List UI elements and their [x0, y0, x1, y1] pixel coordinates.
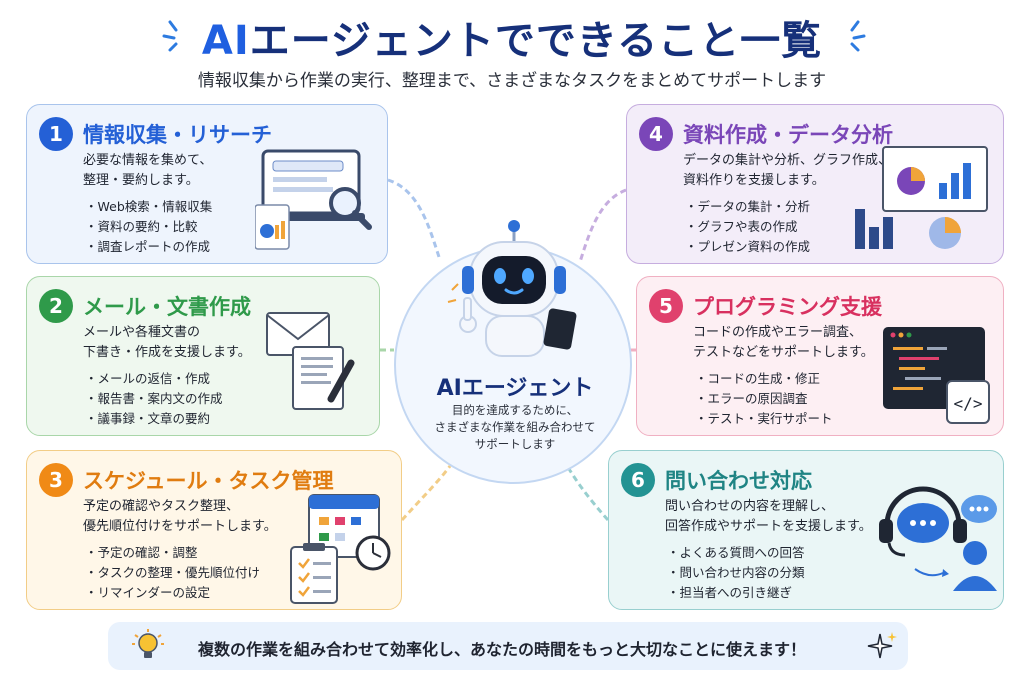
card-list: 予定の確認・調整 タスクの整理・優先順位付け リマインダーの設定 [85, 543, 261, 603]
card-desc: 問い合わせの内容を理解し、 回答作成やサポートを支援します。 [665, 497, 895, 537]
card-title: 資料作成・データ分析 [683, 123, 893, 147]
card-number: 1 [39, 117, 73, 151]
page-subtitle: 情報収集から作業の実行、整理まで、さまざまなタスクをまとめてサポートします [197, 71, 827, 91]
list-item: リマインダーの設定 [85, 583, 260, 603]
card-desc-line: 整理・要約します。 [83, 173, 199, 188]
robot-icon [447, 220, 577, 357]
sparkle-right-icon [850, 20, 866, 52]
card-desc-line: 回答作成やサポートを支援します。 [665, 519, 872, 534]
card-support: 6 問い合わせ対応 問い合わせの内容を理解し、 回答作成やサポートを支援します。… [608, 450, 1004, 610]
card-list: よくある質問への回答 問い合わせ内容の分類 担当者への引き継ぎ [667, 543, 805, 603]
center-desc-line: さまざまな作業を組み合わせて [434, 420, 596, 434]
list-item: テスト・実行サポート [695, 409, 833, 429]
center-title: AIエージェント [436, 376, 594, 401]
list-item: メールの返信・作成 [85, 369, 223, 389]
lightbulb-icon [132, 629, 164, 658]
card-desc-line: 必要な情報を集めて、 [83, 153, 213, 168]
svg-text:</>: </> [954, 394, 983, 413]
list-item: 調査レポートの作成 [85, 237, 212, 257]
card-number: 6 [621, 463, 655, 497]
center-circle: AIエージェント 目的を達成するために、 さまざまな作業を組み合わせて サポート… [394, 220, 632, 484]
card-number: 4 [639, 117, 673, 151]
card-title: 問い合わせ対応 [665, 469, 812, 493]
calendar-icon [290, 494, 391, 604]
card-desc: メールや各種文書の 下書き・作成を支援します。 [83, 323, 303, 363]
list-item: 資料の要約・比較 [85, 217, 212, 237]
card-mail: 2 メール・文書作成 メールや各種文書の 下書き・作成を支援します。 メールの返… [26, 276, 380, 436]
card-desc: 必要な情報を集めて、 整理・要約します。 [83, 151, 303, 191]
sparkle-left-icon [162, 20, 178, 52]
page-title: AIエージェントでできること一覧 [0, 8, 1024, 66]
center-desc-line: 目的を達成するために、 [451, 403, 579, 417]
card-desc: データの集計や分析、グラフ作成、 資料作りを支援します。 [683, 151, 923, 191]
chart-icon [855, 146, 988, 249]
list-item: 予定の確認・調整 [85, 543, 260, 563]
card-title: 情報収集・リサーチ [83, 123, 272, 147]
list-item: 担当者への引き継ぎ [667, 583, 805, 603]
list-item: 議事録・文章の要約 [85, 409, 223, 429]
list-item: データの集計・分析 [685, 197, 811, 217]
card-desc: コードの作成やエラー調査、 テストなどをサポートします。 [693, 323, 913, 363]
footer-banner: 複数の作業を組み合わせて効率化し、あなたの時間をもっと大切なことに使えます！ [108, 622, 908, 670]
title-ai: AI [201, 18, 250, 64]
card-desc-line: メールや各種文書の [83, 325, 201, 340]
card-desc-line: 資料作りを支援します。 [683, 173, 825, 188]
card-desc-line: 優先順位付けをサポートします。 [83, 519, 277, 534]
card-desc-line: 予定の確認やタスク整理、 [83, 499, 240, 514]
card-programming: 5 プログラミング支援 コードの作成やエラー調査、 テストなどをサポートします。… [636, 276, 1004, 436]
sparkle-icon [867, 632, 897, 659]
card-analysis: 4 資料作成・データ分析 データの集計や分析、グラフ作成、 資料作りを支援します… [626, 104, 1004, 264]
headset-icon [879, 486, 997, 591]
card-desc: 予定の確認やタスク整理、 優先順位付けをサポートします。 [83, 497, 303, 537]
list-item: Web検索・情報収集 [85, 197, 213, 217]
center-desc: 目的を達成するために、 さまざまな作業を組み合わせて サポートします [410, 402, 620, 453]
list-item: グラフや表の作成 [685, 217, 810, 237]
card-desc-line: テストなどをサポートします。 [693, 345, 874, 360]
code-icon: </> [883, 327, 990, 424]
list-item: エラーの原因調査 [695, 389, 833, 409]
card-number: 5 [649, 289, 683, 323]
title-rest: エージェントでできること一覧 [249, 18, 823, 64]
footer-text: 複数の作業を組み合わせて効率化し、あなたの時間をもっと大切なことに使えます！ [198, 640, 807, 659]
card-list: データの集計・分析 グラフや表の作成 プレゼン資料の作成 [685, 197, 811, 257]
list-item: プレゼン資料の作成 [685, 237, 811, 257]
card-list: コードの生成・修正 エラーの原因調査 テスト・実行サポート [695, 369, 833, 429]
card-number: 3 [39, 463, 73, 497]
list-item: コードの生成・修正 [695, 369, 833, 389]
card-title: スケジュール・タスク管理 [83, 469, 334, 493]
list-item: よくある質問への回答 [667, 543, 805, 563]
card-list: Web検索・情報収集 資料の要約・比較 調査レポートの作成 [85, 197, 213, 257]
list-item: 報告書・案内文の作成 [85, 389, 223, 409]
search-icon [255, 149, 372, 250]
card-desc-line: コードの作成やエラー調査、 [693, 325, 863, 340]
list-item: 問い合わせ内容の分類 [667, 563, 805, 583]
list-item: タスクの整理・優先順位付け [85, 563, 261, 583]
card-research: 1 情報収集・リサーチ 必要な情報を集めて、 整理・要約します。 Web検索・情… [26, 104, 388, 264]
envelope-icon [266, 312, 355, 410]
card-title: メール・文書作成 [83, 295, 251, 319]
card-schedule: 3 スケジュール・タスク管理 予定の確認やタスク整理、 優先順位付けをサポートし… [26, 450, 402, 610]
card-desc-line: データの集計や分析、グラフ作成、 [683, 153, 892, 168]
card-list: メールの返信・作成 報告書・案内文の作成 議事録・文章の要約 [85, 369, 223, 429]
center-desc-line: サポートします [474, 437, 556, 451]
card-number: 2 [39, 289, 73, 323]
card-desc-line: 問い合わせの内容を理解し、 [665, 499, 835, 514]
card-title: プログラミング支援 [693, 295, 882, 319]
card-desc-line: 下書き・作成を支援します。 [83, 345, 251, 360]
